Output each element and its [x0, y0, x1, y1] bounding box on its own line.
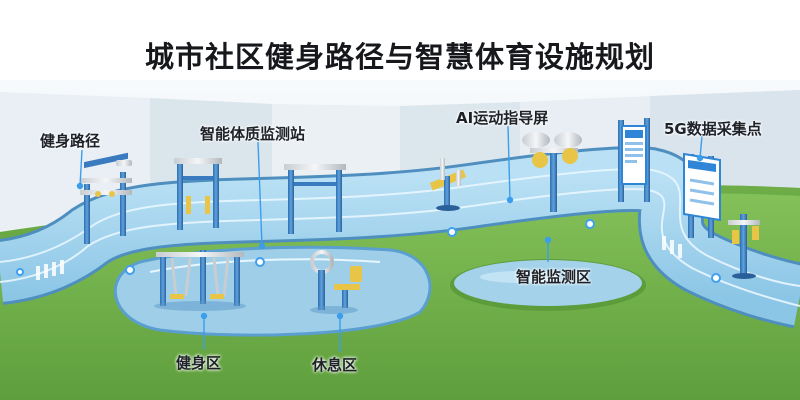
shoulder-press-equipment — [728, 214, 760, 279]
pond-water — [454, 260, 642, 306]
crosswalk-stripes — [36, 236, 682, 280]
leader-lines — [76, 125, 704, 352]
track-lane-1 — [0, 168, 800, 287]
page-title: 城市社区健身路径与智慧体育设施规划 — [144, 40, 655, 74]
track-surface — [0, 149, 800, 326]
label-fitness-zone: 健身区 — [176, 354, 222, 372]
seesaw-equipment — [429, 158, 467, 211]
steering-wheel-equipment — [310, 250, 362, 314]
label-5g-collection-point: 5G数据采集点 — [664, 120, 762, 138]
pond-highlight — [480, 271, 560, 283]
air-walker-equipment — [154, 250, 246, 311]
horizontal-ladder — [80, 152, 132, 244]
track-lane-2 — [0, 188, 800, 307]
label-fitness-path: 健身路径 — [40, 132, 101, 150]
tai-chi-wheels — [522, 132, 582, 212]
leader-fitness-path — [79, 149, 83, 187]
label-ai-guide-screen: AI运动指导屏 — [456, 109, 549, 127]
ai-guide-screen-panel — [618, 118, 650, 202]
leader-smart-station — [257, 141, 263, 247]
physique-station-frame — [174, 158, 222, 230]
label-smart-monitor-zone: 智能监测区 — [516, 268, 592, 286]
leader-ai-screen — [507, 125, 511, 201]
leader-5g — [699, 135, 703, 159]
pull-up-bar — [284, 164, 346, 234]
5g-collection-board — [683, 152, 721, 238]
label-smart-test-station: 智能体质监测站 — [200, 125, 306, 143]
data-nodes — [16, 219, 721, 283]
label-rest-zone: 休息区 — [312, 356, 358, 374]
